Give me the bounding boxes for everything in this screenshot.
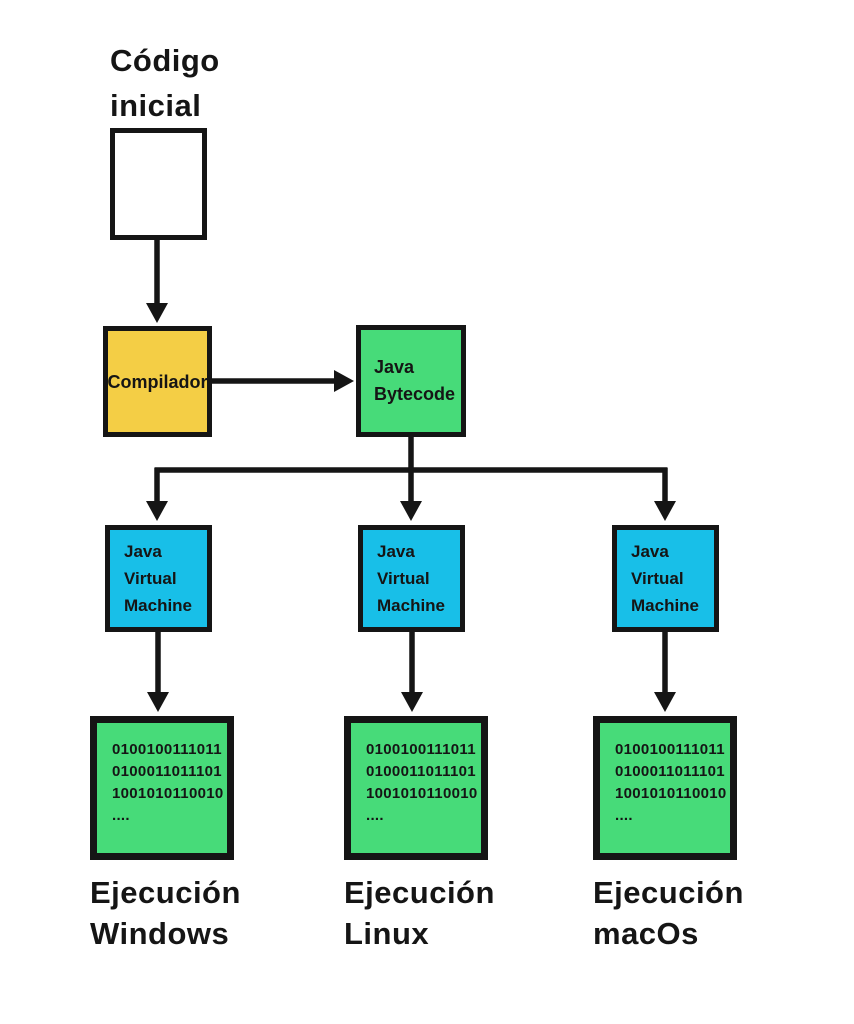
binary-line: 0100100111011 — [112, 741, 222, 758]
binary-line: 1001010110010 — [366, 785, 478, 802]
jvm-label: Java Virtual Machine — [377, 542, 446, 615]
compiler-label: Compilador — [107, 371, 208, 392]
caption-ejecucion-windows: Ejecución Windows — [90, 875, 241, 951]
jvm-label: Java Virtual Machine — [631, 542, 700, 615]
binary-line: .... — [112, 807, 130, 824]
binary-line: 1001010110010 — [112, 785, 224, 802]
caption-ejecucion-linux: Ejecución Linux — [344, 875, 495, 951]
binary-output-box-macos: 0100100111011 0100011011101 100101011001… — [593, 716, 737, 860]
binary-line: 0100100111011 — [366, 741, 476, 758]
java-bytecode-label: Java Bytecode — [374, 357, 456, 404]
binary-line: 0100011011101 — [366, 763, 476, 780]
compiler-box: Compilador — [103, 326, 212, 437]
source-code-box — [110, 128, 207, 240]
jvm-box-windows: Java Virtual Machine — [105, 525, 212, 632]
binary-line: 0100011011101 — [112, 763, 222, 780]
binary-line: 1001010110010 — [615, 785, 727, 802]
binary-output-box-linux: 0100100111011 0100011011101 100101011001… — [344, 716, 488, 860]
binary-output-box-windows: 0100100111011 0100011011101 100101011001… — [90, 716, 234, 860]
jvm-label: Java Virtual Machine — [124, 542, 193, 615]
arrow-vm-to-binary — [147, 632, 676, 712]
binary-line: 0100011011101 — [615, 763, 725, 780]
binary-line: 0100100111011 — [615, 741, 725, 758]
binary-line: .... — [366, 807, 384, 824]
jvm-box-linux: Java Virtual Machine — [358, 525, 465, 632]
binary-line: .... — [615, 807, 633, 824]
arrow-compiler-to-bytecode — [212, 370, 354, 392]
title-codigo-inicial: Código inicial — [110, 43, 220, 123]
jvm-box-macos: Java Virtual Machine — [612, 525, 719, 632]
java-bytecode-box: Java Bytecode — [356, 325, 466, 437]
caption-ejecucion-macos: Ejecución macOs — [593, 875, 744, 951]
arrow-bytecode-to-vms — [146, 437, 676, 521]
arrow-source-to-compiler — [146, 240, 168, 323]
